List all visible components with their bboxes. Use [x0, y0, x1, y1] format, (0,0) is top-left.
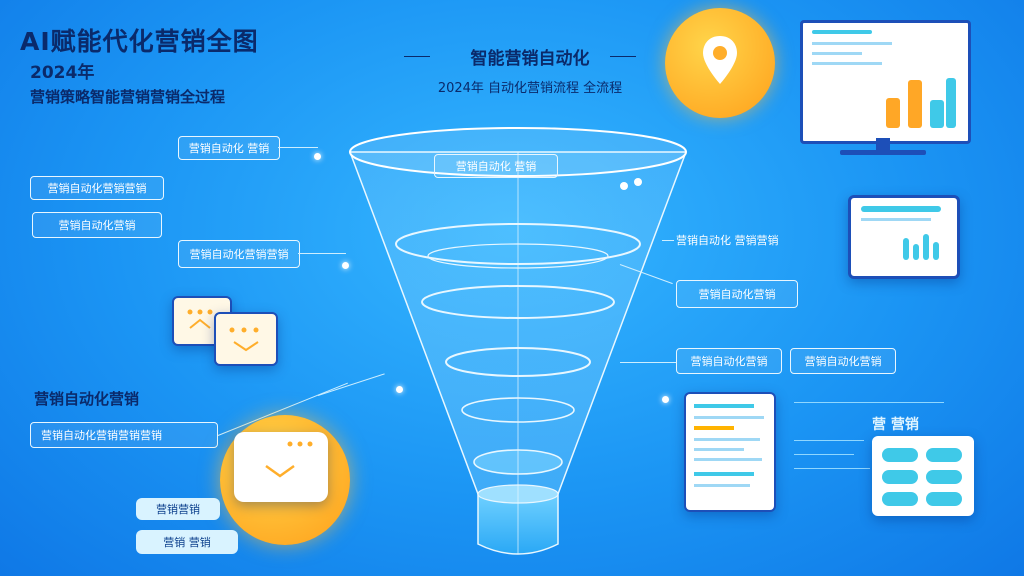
panel-button[interactable]: [882, 492, 918, 506]
monitor-bar: [886, 98, 900, 128]
panel-button[interactable]: [926, 448, 962, 462]
panel-button[interactable]: [882, 448, 918, 462]
chat-bubble-2: [214, 312, 278, 366]
center-heading: 智能营销自动化 2024年 自动化营销流程 全流程: [400, 44, 660, 96]
right-tag-1[interactable]: 营销自动化 营销营销: [676, 234, 779, 247]
location-pin-icon: [703, 36, 737, 84]
mail-card: [234, 432, 328, 502]
left-tag-3[interactable]: 营销自动化营销: [32, 212, 162, 238]
monitor-bar: [908, 80, 922, 128]
button-panel: [872, 436, 974, 516]
monitor-bar: [930, 100, 944, 128]
center-heading-line2: 2024年 自动化营销流程 全流程: [437, 81, 623, 96]
tablet-chart: [848, 195, 960, 279]
funnel-graphic: [348, 127, 688, 555]
right-tag-2[interactable]: 营销自动化营销: [676, 280, 798, 308]
chat-bubble-icon: [229, 327, 259, 352]
funnel-label[interactable]: 营销自动化 营销: [434, 154, 558, 178]
panel-button[interactable]: [882, 470, 918, 484]
mail-icon: [265, 441, 313, 478]
monitor-dashboard: [800, 20, 971, 160]
left-tag-2[interactable]: 营销自动化营销营销: [30, 176, 164, 200]
panel-button[interactable]: [926, 470, 962, 484]
chat-bubble-icon: [187, 309, 213, 329]
page-subtitle: 营销策略智能营销营销全过程: [30, 88, 226, 106]
right-tag-3[interactable]: 营销自动化营销: [676, 348, 782, 374]
left-input[interactable]: 营销自动化营销营销营销: [30, 422, 218, 448]
left-tag-4[interactable]: 营销自动化营销营销: [178, 240, 300, 268]
year-label: 2024年: [30, 63, 95, 83]
left-tag-1[interactable]: 营销自动化 营销: [178, 136, 280, 160]
bottom-pill-1[interactable]: 营销营销: [136, 498, 220, 520]
panel-button[interactable]: [926, 492, 962, 506]
heading-rule-left: [404, 56, 430, 57]
page-title: AI赋能代化营销全图: [20, 27, 259, 56]
bottom-pill-2[interactable]: 营销 营销: [136, 530, 238, 554]
location-circle: [665, 8, 775, 118]
left-heading: 营销自动化营销: [34, 390, 140, 408]
right-small-heading: 营 营销: [872, 417, 919, 433]
center-heading-line1: 智能营销自动化: [470, 49, 590, 69]
monitor-bar: [946, 78, 956, 128]
document-card: [684, 392, 776, 512]
heading-rule-right: [610, 56, 636, 57]
right-tag-4[interactable]: 营销自动化营销: [790, 348, 896, 374]
